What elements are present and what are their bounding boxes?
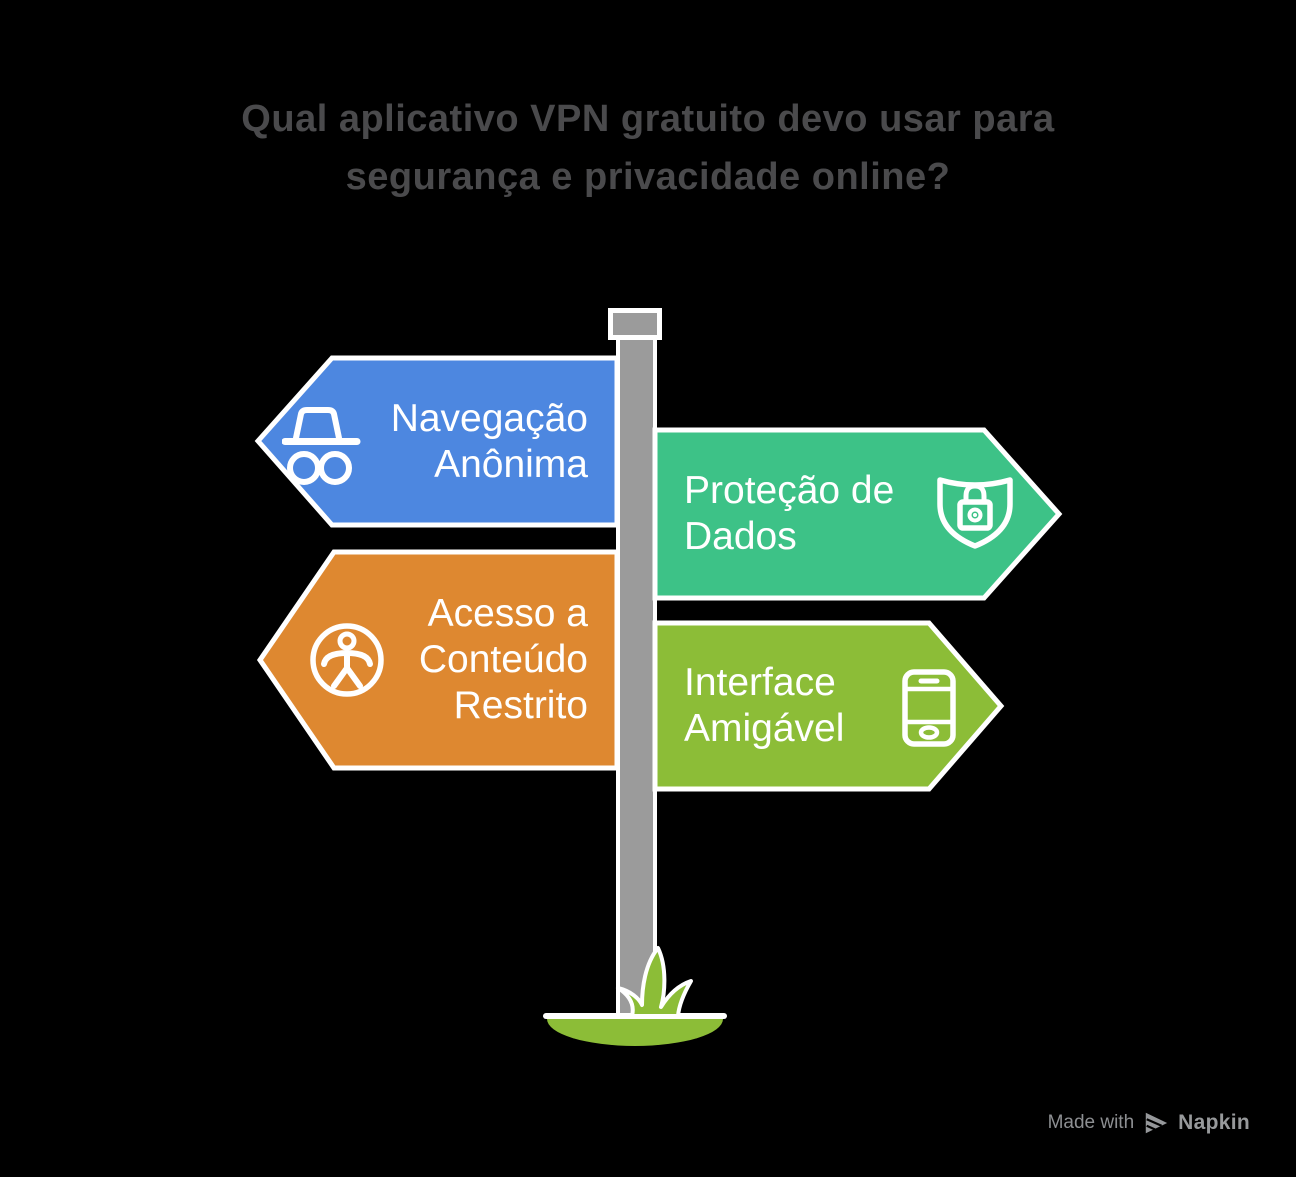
signpost-pole (616, 334, 657, 1020)
signpost-pole-cap (608, 308, 662, 340)
sign-acesso-conteudo-restrito (256, 549, 620, 771)
sign-label-text: Acesso a Conteúdo Restrito (418, 592, 588, 727)
label-interface-amigavel: Interface Amigável (684, 623, 924, 789)
sign-label-text: Proteção de Dados (684, 469, 895, 558)
sign-protecao-de-dados (652, 427, 1063, 601)
sign-navegacao-anonima (254, 355, 620, 528)
label-protecao-de-dados: Proteção de Dados (684, 430, 944, 598)
smartphone-icon (902, 669, 956, 747)
shield-lock-icon (937, 477, 1013, 549)
grass-tuft (616, 946, 693, 1018)
accessibility-icon (310, 623, 384, 697)
incognito-icon (282, 407, 361, 485)
attribution: Made with Napkin (1048, 1110, 1250, 1136)
ground-mound (547, 1019, 723, 1046)
napkin-logo-icon (1145, 1112, 1168, 1134)
sign-label-text: Interface Amigável (684, 661, 845, 750)
napkin-brand-text: Napkin (1178, 1111, 1250, 1134)
label-navegacao-anonima: Navegação Anônima (340, 358, 588, 525)
label-acesso-conteudo-restrito: Acesso a Conteúdo Restrito (330, 552, 588, 768)
sign-interface-amigavel (652, 620, 1005, 792)
made-with-text: Made with (1047, 1112, 1135, 1133)
page-title: Qual aplicativo VPN gratuito devo usar p… (241, 98, 1055, 198)
sign-label-text: Navegação Anônima (390, 396, 588, 486)
